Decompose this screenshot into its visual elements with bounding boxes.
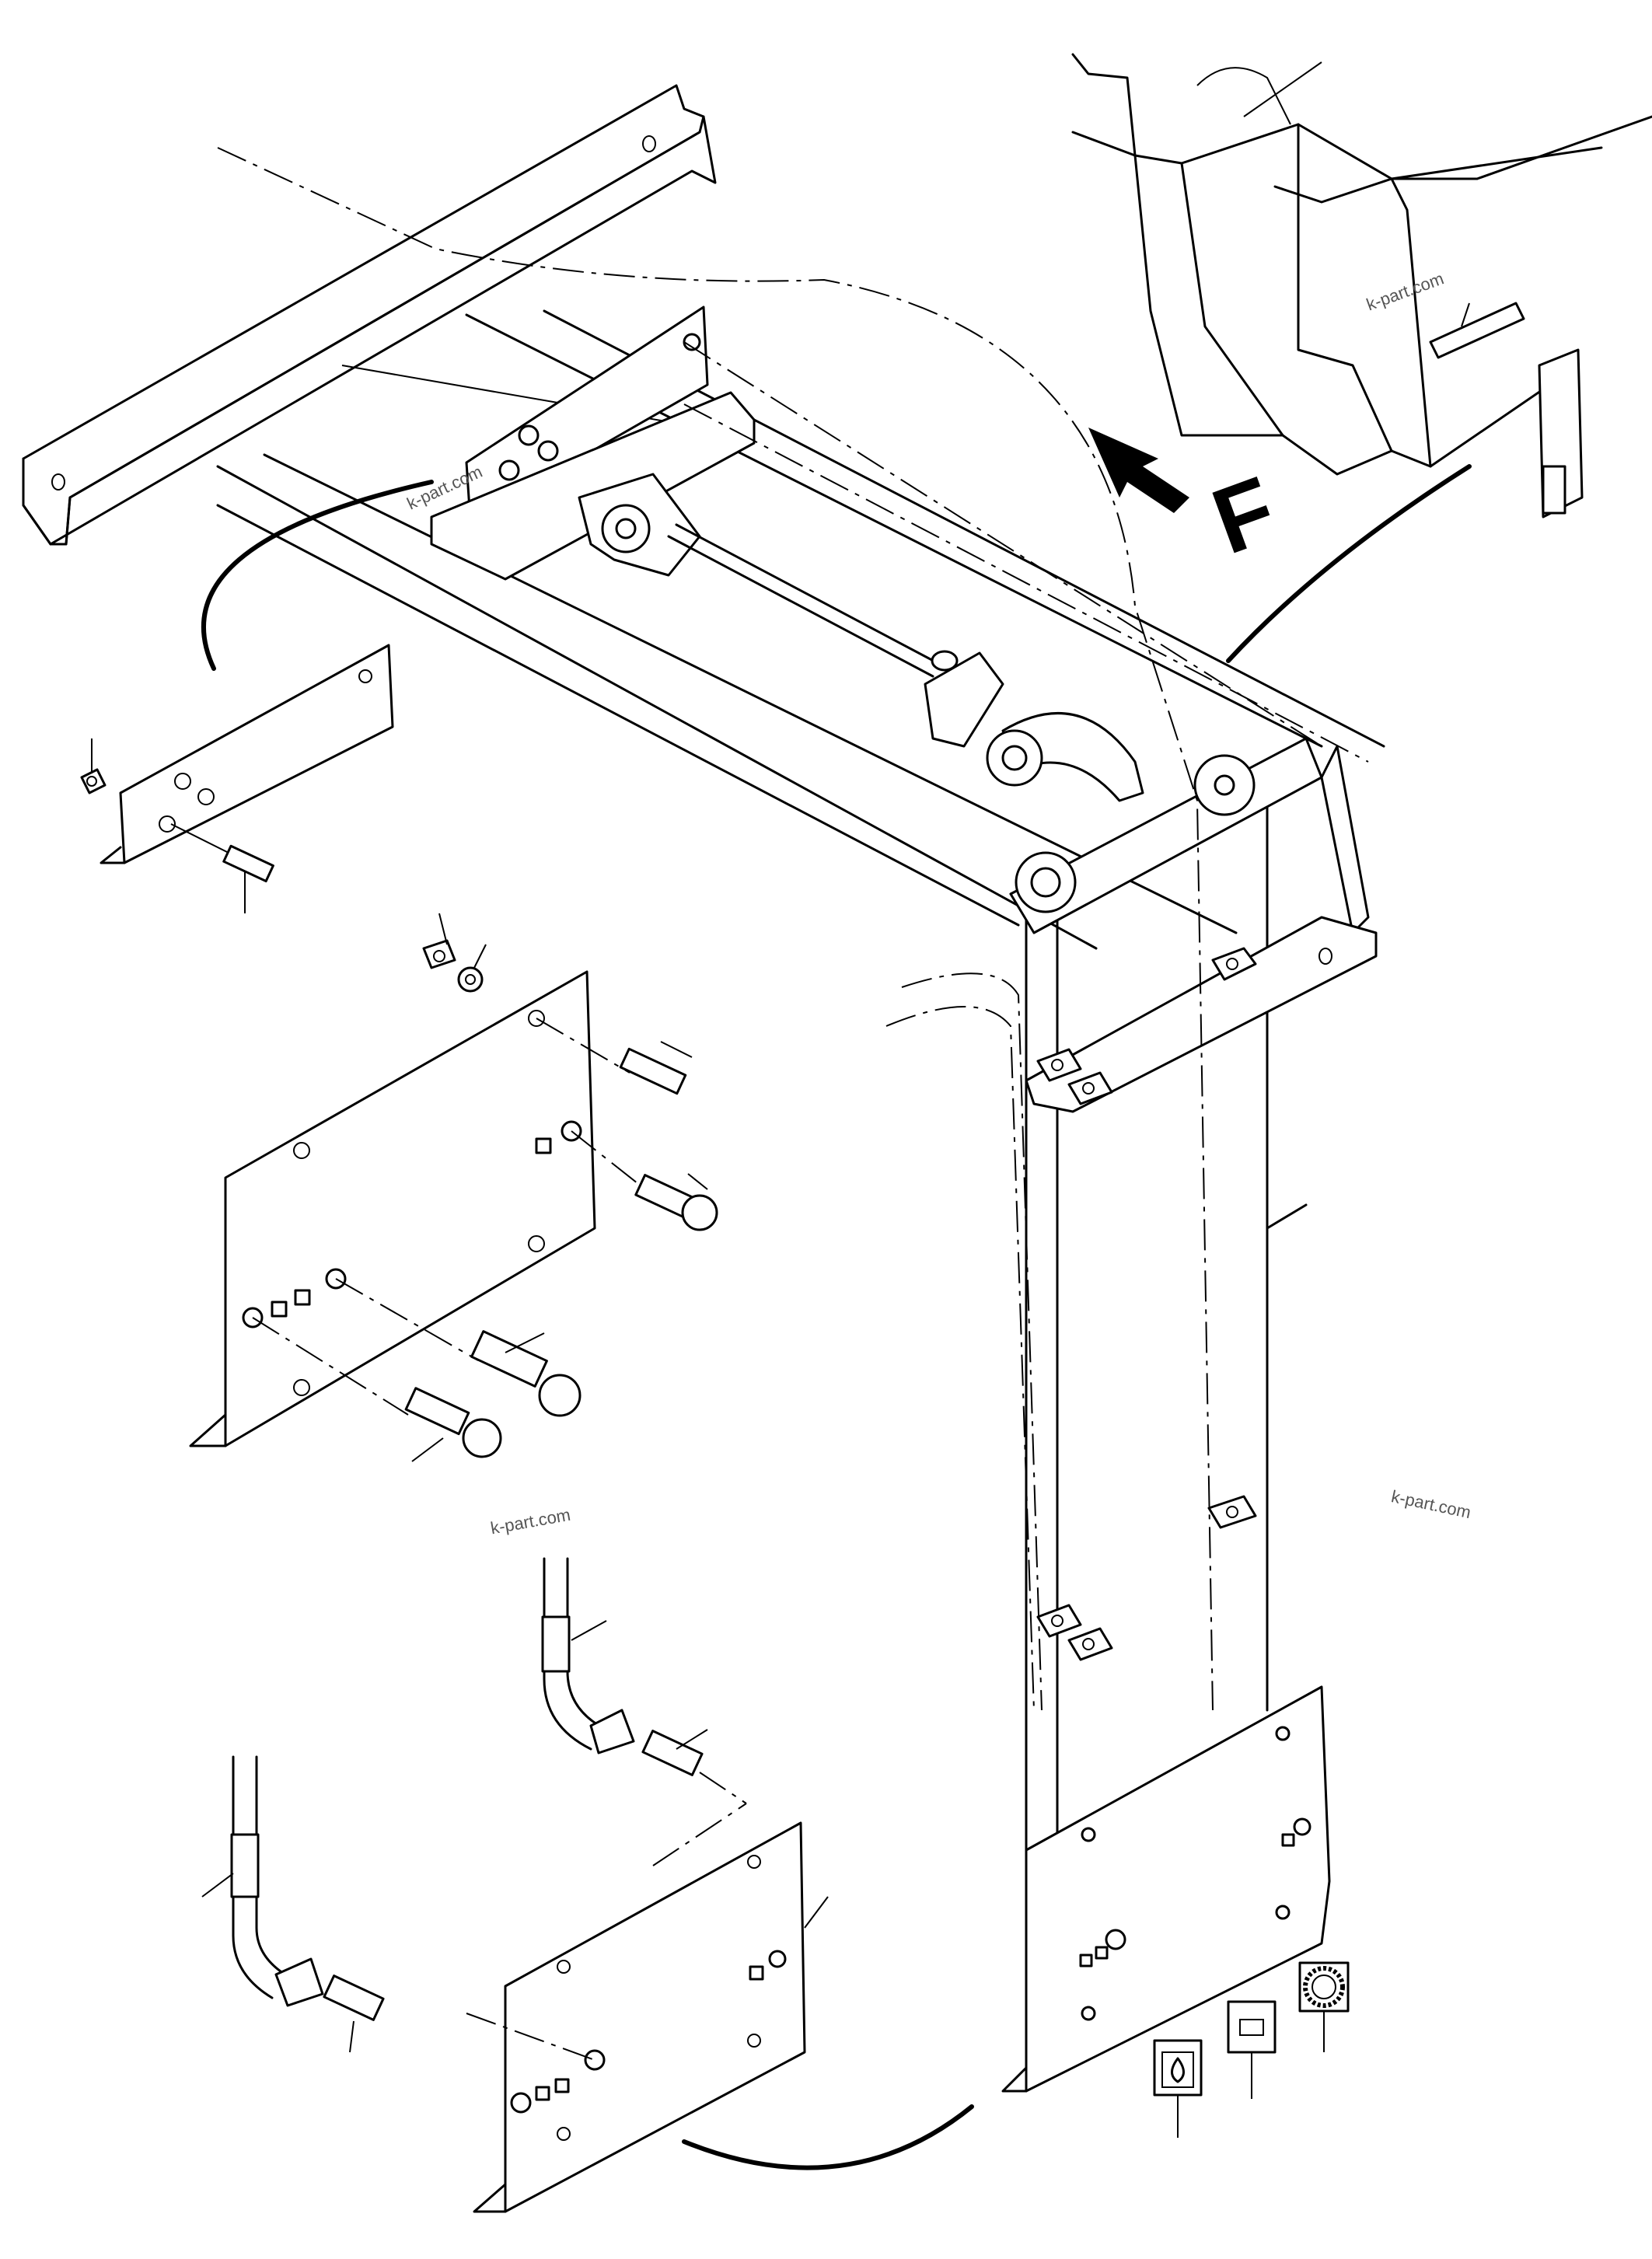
inset-machine-view [1071, 53, 1652, 518]
gear-symbol-icon [1298, 1961, 1350, 2052]
leader-curve-3 [682, 2104, 974, 2170]
hex-nut [422, 939, 456, 969]
middle-mounting-plate [189, 913, 718, 1462]
fitting-upper-2 [537, 440, 559, 462]
pipe-clamp-4 [1207, 1495, 1257, 1529]
locknut-small [80, 768, 107, 794]
hose-assembly-upper [541, 1557, 747, 1804]
pipe-clamp-1 [1211, 947, 1257, 981]
angle-iron-beam [22, 84, 717, 546]
watermark-3: k-part.com [489, 1505, 572, 1538]
leader-curve-2 [1226, 464, 1472, 663]
hex-bolt [619, 1047, 687, 1095]
quick-coupler-1 [634, 1174, 718, 1231]
pipe-clamp-3 [1067, 1071, 1113, 1105]
watermark-4: k-part.com [1389, 1486, 1472, 1522]
quick-coupler-2 [470, 1330, 582, 1417]
washer [457, 966, 484, 993]
pipe-clamp-2 [1036, 1048, 1082, 1082]
oil-drop-symbol-icon [1153, 2039, 1203, 2138]
view-label: F [1200, 457, 1289, 574]
fitting-upper-1 [518, 424, 540, 446]
watermark-2: k-part.com [1364, 268, 1446, 314]
fitting-upper-3 [498, 459, 520, 481]
column-bottom-plate [1001, 1685, 1331, 2093]
quick-coupler-3 [404, 1387, 502, 1458]
hose-assembly-lower [201, 1755, 385, 2053]
lower-mounting-plate [466, 1803, 829, 2213]
stud-fitting-small [222, 844, 274, 883]
battery-symbol-icon [1227, 2000, 1277, 2099]
leader-curve-1 [201, 480, 434, 671]
small-angle-bracket [80, 644, 394, 913]
upper-fitting-bracket [430, 306, 756, 581]
pipe-clamp-6 [1067, 1627, 1113, 1661]
hose-routing-lines [217, 147, 1369, 1711]
pipe-clamp-5 [1036, 1604, 1082, 1638]
frame-rails [216, 309, 1385, 950]
view-arrow [1088, 428, 1189, 513]
hydraulic-cylinder [578, 473, 1144, 802]
